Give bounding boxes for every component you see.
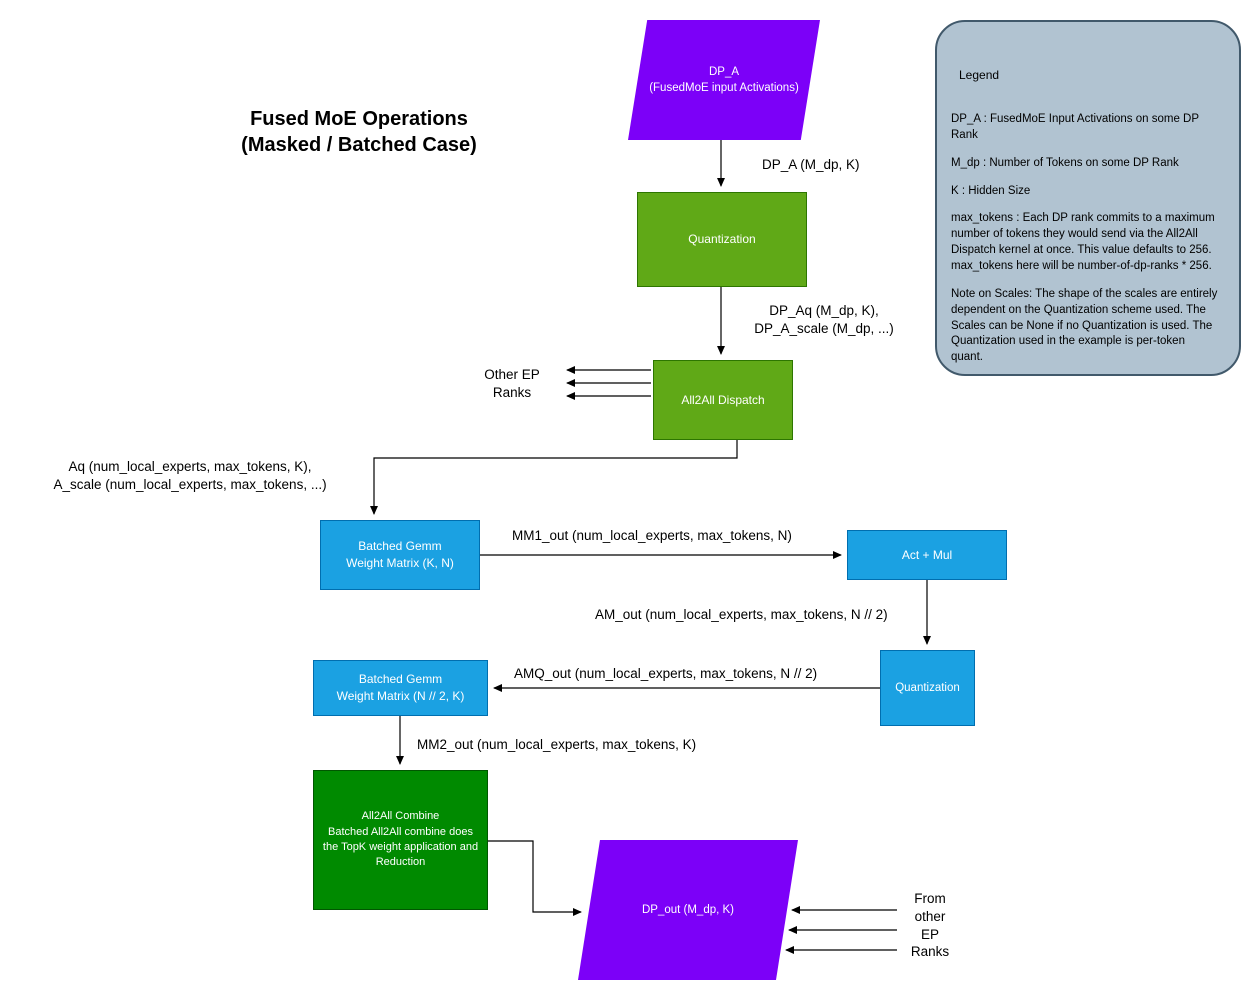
node-quantization-1: Quantization xyxy=(637,192,807,287)
label-mm1-out: MM1_out (num_local_experts, max_tokens, … xyxy=(512,528,792,543)
node-act-mul: Act + Mul xyxy=(847,530,1007,580)
edge-dispatch-to-gemm1 xyxy=(369,440,738,515)
legend-item-note-on-scales: Note on Scales: The shape of the scales … xyxy=(951,287,1218,364)
node-quantization-2: Quantization xyxy=(880,650,975,726)
legend-title: Legend xyxy=(959,68,1000,82)
label-dp-aq-edge: DP_Aq (M_dp, K), DP_A_scale (M_dp, ...) xyxy=(754,303,894,336)
label-dp-a-edge: DP_A (M_dp, K) xyxy=(762,157,860,172)
edge-combine-to-dpout xyxy=(488,840,582,917)
label-aq-edge: Aq (num_local_experts, max_tokens, K), A… xyxy=(53,459,327,492)
node-batched-gemm-2: Batched Gemm Weight Matrix (N // 2, K) xyxy=(313,660,488,716)
diagram-title: Fused MoE Operations (Masked / Batched C… xyxy=(241,108,477,156)
node-dp-a: DP_A (FusedMoE input Activations) xyxy=(628,20,820,140)
node-quantization-1-label: Quantization xyxy=(688,232,756,247)
node-all2all-dispatch-label: All2All Dispatch xyxy=(681,392,765,407)
node-dp-out: DP_out (M_dp, K) xyxy=(578,840,798,980)
legend-panel: Legend DP_A : FusedMoE Input Activations… xyxy=(935,20,1241,376)
node-all2all-combine-label: All2All Combine Batched All2All combine … xyxy=(322,810,479,869)
label-other-ep-ranks: Other EP Ranks xyxy=(484,367,540,400)
node-all2all-combine: All2All Combine Batched All2All combine … xyxy=(313,770,488,910)
legend-item-k: K : Hidden Size xyxy=(951,184,1031,197)
node-dp-out-label: DP_out (M_dp, K) xyxy=(641,903,735,916)
label-from-other-ep-ranks: From other EP Ranks xyxy=(910,891,950,960)
node-batched-gemm-2-label: Batched Gemm Weight Matrix (N // 2, K) xyxy=(336,672,465,703)
legend-item-max-tokens: max_tokens : Each DP rank commits to a m… xyxy=(951,212,1215,273)
node-act-mul-label: Act + Mul xyxy=(901,547,953,562)
label-amq-out: AMQ_out (num_local_experts, max_tokens, … xyxy=(514,666,818,681)
legend-item-m-dp: M_dp : Number of Tokens on some DP Rank xyxy=(951,156,1179,169)
node-batched-gemm-1: Batched Gemm Weight Matrix (K, N) xyxy=(320,520,480,590)
node-all2all-dispatch: All2All Dispatch xyxy=(653,360,793,440)
node-batched-gemm-1-label: Batched Gemm Weight Matrix (K, N) xyxy=(346,539,454,570)
node-dp-a-label: DP_A (FusedMoE input Activations) xyxy=(649,65,799,94)
label-am-out: AM_out (num_local_experts, max_tokens, N… xyxy=(595,607,888,622)
label-mm2-out: MM2_out (num_local_experts, max_tokens, … xyxy=(417,737,697,752)
legend-item-dp-a: DP_A : FusedMoE Input Activations on som… xyxy=(951,113,1199,141)
node-quantization-2-label: Quantization xyxy=(895,681,960,694)
